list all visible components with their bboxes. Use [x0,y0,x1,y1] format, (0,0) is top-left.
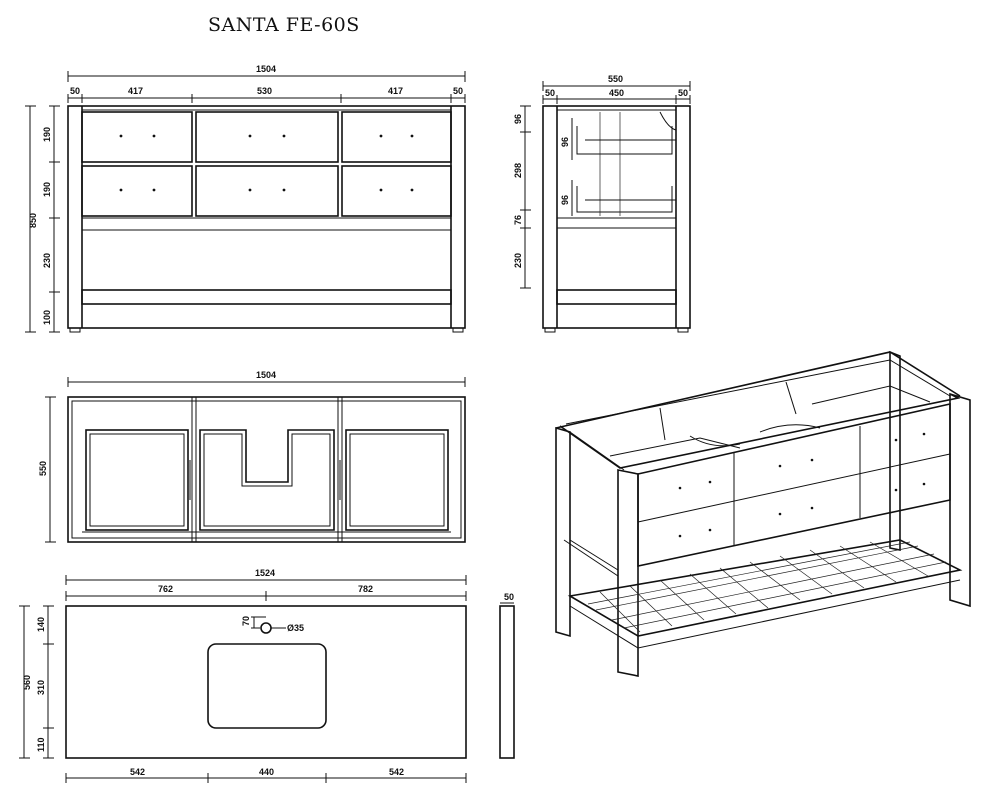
dim-front-overall-height: 850 [28,213,38,228]
dim-top-overall-width: 1504 [256,370,276,380]
dim-counter-110: 110 [36,737,46,752]
dim-front-417-left: 417 [128,86,143,96]
leg-right-front [949,392,971,608]
side-view: 550 50 450 50 96 298 76 230 96 [513,74,691,333]
front-view: 1504 50 417 530 417 50 850 190 190 230 1… [25,64,466,333]
sink-basin-cutout [207,643,327,729]
dim-side-50-left: 50 [545,88,555,98]
dim-faucet-diameter: Ø35 [287,623,304,633]
dim-counter-depth: 560 [22,675,32,690]
dim-side-96-top: 96 [513,114,523,124]
drawing-title: SANTA FE-60S [208,14,360,36]
front-drawer-mid-center [195,165,339,217]
dim-counter-140: 140 [36,617,46,632]
countertop-edge-profile [499,605,515,759]
dim-front-417-right: 417 [388,86,403,96]
side-lower-drawer-box [576,186,673,213]
front-drawer-top-right [341,111,452,163]
front-cabinet-outline [67,105,466,329]
plan-drawer-left [85,429,189,531]
dim-side-230: 230 [513,253,523,268]
dim-counter-bottom-542-right: 542 [389,767,404,777]
dim-front-190-top: 190 [42,127,52,142]
dim-counter-bottom-542-left: 542 [130,767,145,777]
dim-side-drawer-96-a: 96 [560,137,570,147]
dim-front-50-right: 50 [453,86,463,96]
countertop-view: 1524 762 782 560 140 310 110 70 Ø35 542 [19,568,515,783]
leg-left-rear [555,426,571,638]
dim-front-overall-width: 1504 [256,64,276,74]
dim-front-50-left: 50 [70,86,80,96]
plan-drawer-right [345,429,449,531]
dim-counter-762: 762 [158,584,173,594]
top-view: 1504 550 [38,370,466,543]
dim-counter-310: 310 [36,680,46,695]
countertop-outline [65,605,467,759]
leg-left-front [617,469,639,677]
dim-side-drawer-96-b: 96 [560,195,570,205]
dim-side-overall-depth: 550 [608,74,623,84]
slatted-shelf [567,539,963,637]
dim-front-100: 100 [42,310,52,325]
side-cabinet-outline [542,105,691,329]
front-drawer-top-center [195,111,339,163]
drawer-bank-front [637,403,951,567]
dim-counter-thickness: 50 [504,592,514,602]
front-drawer-top-left [81,111,193,163]
dim-front-190-mid: 190 [42,182,52,197]
dim-counter-overall-width: 1524 [255,568,275,578]
front-drawer-mid-left [81,165,193,217]
dim-top-depth: 550 [38,461,48,476]
dim-side-450: 450 [609,88,624,98]
dim-counter-bottom-440: 440 [259,767,274,777]
dim-faucet-offset: 70 [241,616,251,626]
top-cabinet-outline [67,396,466,543]
dim-side-76: 76 [513,215,523,225]
plan-drawer-center-u-cutout [199,429,335,531]
dim-front-230: 230 [42,253,52,268]
dim-counter-782: 782 [358,584,373,594]
front-drawer-mid-right [341,165,452,217]
faucet-hole [260,622,272,634]
dim-front-530: 530 [257,86,272,96]
front-bottom-shelf [81,289,452,305]
dim-side-298: 298 [513,163,523,178]
dim-side-50-right: 50 [678,88,688,98]
perspective-view [555,350,971,677]
